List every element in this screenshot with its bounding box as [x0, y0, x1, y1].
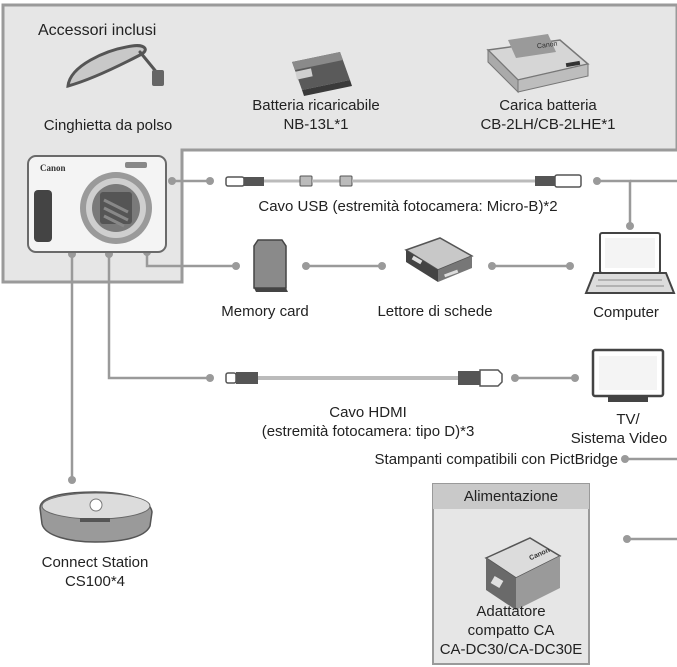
section-title: Accessori inclusi: [38, 22, 157, 39]
wrist-strap-icon: [66, 44, 164, 89]
memory-card-label: Memory card: [221, 303, 309, 320]
connect-station-label-line1: Connect Station: [41, 554, 149, 571]
camera-brand-label: Canon: [40, 163, 66, 173]
usb-cable-icon: [225, 174, 582, 188]
charger-label-line2: CB-2LH/CB-2LHE*1: [480, 116, 616, 133]
tv-label-line1: TV/: [616, 411, 640, 428]
hdmi-label-line2: (estremità fotocamera: tipo D)*3: [261, 423, 475, 440]
ac-adapter-icon: [484, 537, 562, 610]
tv-label-line2: Sistema Video: [570, 430, 668, 447]
hdmi-label-line1: Cavo HDMI: [329, 404, 407, 421]
computer-icon: [584, 232, 676, 294]
charger-label-line1: Carica batteria: [499, 97, 597, 114]
tv-icon: [591, 348, 665, 402]
connect-station-label-line2: CS100*4: [64, 573, 126, 590]
camera-icon: [27, 155, 167, 253]
wrist-strap-label: Cinghietta da polso: [43, 117, 173, 134]
hdmi-cable-icon: [225, 369, 503, 387]
connector-lines: [70, 179, 677, 541]
battery-label-line2: NB-13L*1: [283, 116, 349, 133]
computer-label: Computer: [593, 304, 659, 321]
battery-label-line1: Batteria ricaricabile: [252, 97, 380, 114]
printers-label: Stampanti compatibili con PictBridge: [374, 451, 618, 468]
battery-icon: [292, 52, 352, 96]
card-reader-icon: [404, 237, 474, 282]
usb-cable-label: Cavo USB (estremità fotocamera: Micro-B)…: [258, 198, 558, 215]
charger-icon: [486, 34, 590, 94]
adapter-label-line1: Adattatore: [476, 603, 546, 620]
adapter-label-line2: compatto CA: [467, 622, 555, 639]
card-reader-label: Lettore di schede: [377, 303, 493, 320]
memory-card-icon: [253, 239, 288, 292]
power-section-header: Alimentazione: [433, 484, 589, 509]
adapter-label-line3: CA-DC30/CA-DC30E: [439, 641, 583, 658]
connect-station-icon: [39, 491, 153, 543]
